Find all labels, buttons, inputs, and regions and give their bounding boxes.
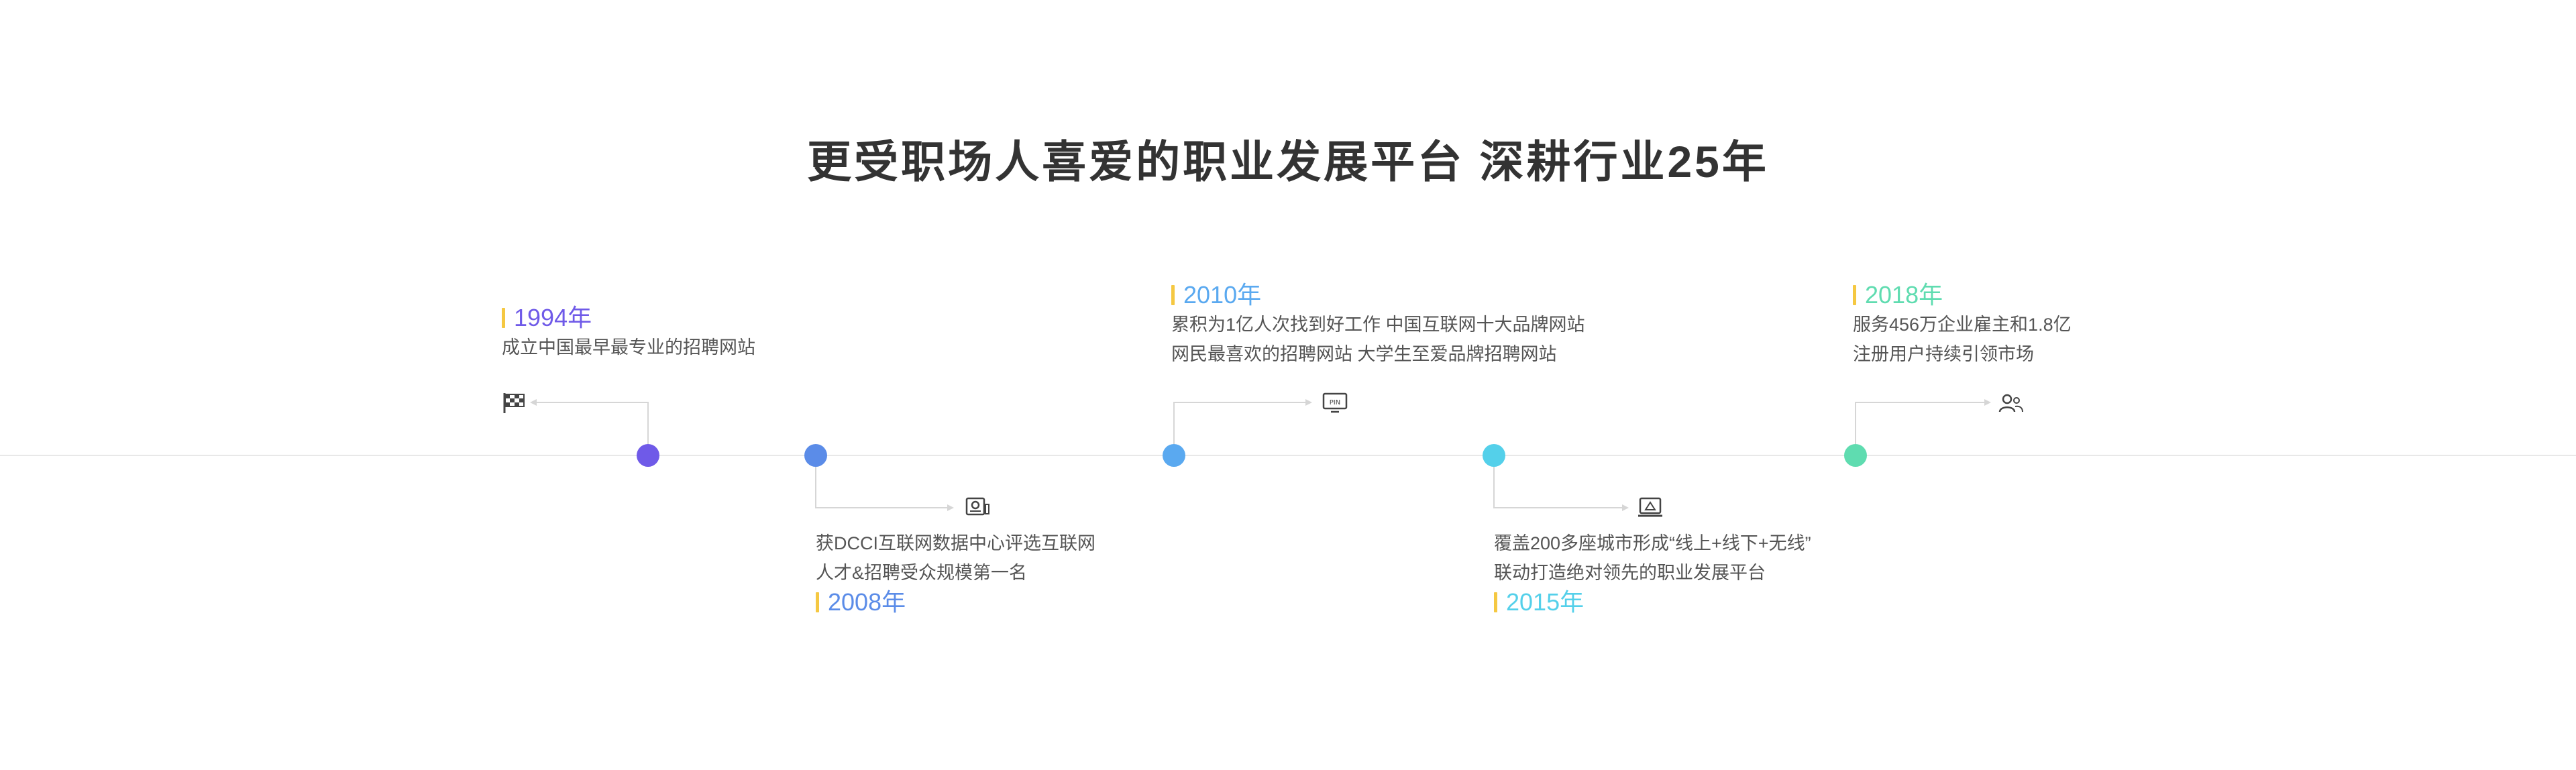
event-year-2015: 2015年 [1494,588,1811,617]
event-description-2018: 服务456万企业雇主和1.8亿 注册用户持续引领市场 [1853,315,2072,364]
year-marker-bar [1494,592,1497,612]
event-1994: 1994年 成立中国最早最专业的招聘网站 [502,303,755,362]
event-year-2010: 2010年 [1171,280,1585,310]
users-icon [1998,394,2023,412]
connector-2015 [1493,467,1622,508]
checkered-flag-icon [503,393,525,413]
year-marker-bar [1171,285,1175,305]
connector-2010 [1173,402,1305,444]
connector-2018 [1855,402,1984,444]
timeline-dot-1994 [637,444,659,467]
arrow-2008 [947,504,954,511]
event-year-2008: 2008年 [816,588,1095,617]
pin-monitor-icon: PIN [1322,392,1348,413]
timeline-dot-2015 [1483,444,1505,467]
laptop-icon [1638,497,1662,517]
year-marker-bar [816,592,819,612]
arrow-1994 [530,399,537,406]
page-title: 更受职场人喜爱的职业发展平台 深耕行业25年 [807,137,1769,186]
connector-2008 [815,467,947,508]
arrow-2018 [1984,399,1991,406]
arrow-2015 [1622,504,1629,511]
event-2018: 2018年 服务456万企业雇主和1.8亿 注册用户持续引领市场 [1853,280,2072,369]
certificate-icon [965,497,989,516]
year-marker-bar [502,308,505,328]
event-year-2018: 2018年 [1853,280,2072,310]
timeline-axis [0,455,2576,456]
timeline-dot-2018 [1844,444,1867,467]
event-year-1994: 1994年 [502,303,755,333]
event-description-2015: 覆盖200多座城市形成“线上+线下+无线” 联动打造绝对领先的职业发展平台 [1494,533,1811,583]
svg-text:PIN: PIN [1330,399,1340,406]
event-2015: 覆盖200多座城市形成“线上+线下+无线” 联动打造绝对领先的职业发展平台 20… [1494,529,1811,617]
year-marker-bar [1853,285,1856,305]
event-description-2010: 累积为1亿人次找到好工作 中国互联网十大品牌网站 网民最喜欢的招聘网站 大学生至… [1171,315,1585,364]
event-2008: 获DCCI互联网数据中心评选互联网 人才&招聘受众规模第一名 2008年 [816,529,1095,617]
event-description-1994: 成立中国最早最专业的招聘网站 [502,337,755,358]
connector-1994 [537,402,649,444]
event-2010: 2010年 累积为1亿人次找到好工作 中国互联网十大品牌网站 网民最喜欢的招聘网… [1171,280,1585,369]
timeline-dot-2008 [804,444,827,467]
timeline-dot-2010 [1163,444,1185,467]
arrow-2010 [1305,399,1312,406]
event-description-2008: 获DCCI互联网数据中心评选互联网 人才&招聘受众规模第一名 [816,533,1095,583]
